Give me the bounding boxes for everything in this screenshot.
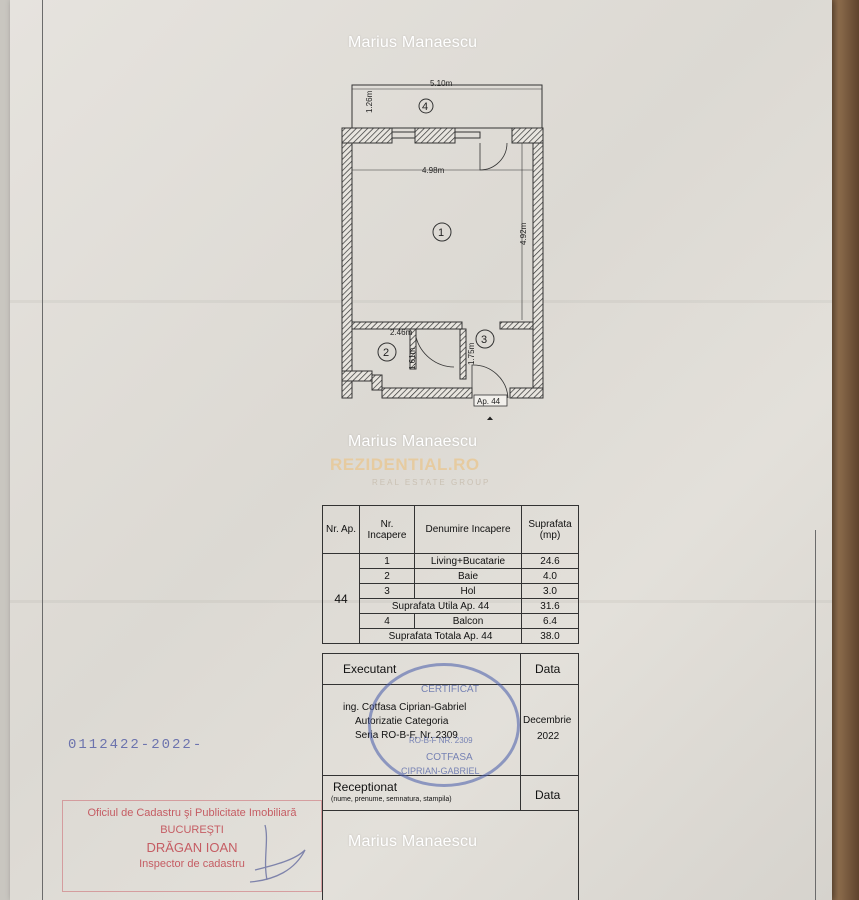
dim-bath-width: 2.46m xyxy=(390,328,413,337)
inspector-signature xyxy=(249,824,306,883)
data-label: Data xyxy=(535,662,561,676)
certificate-stamp: CERTIFICAT RO-B-F NR. 2309 COTFASA CIPRI… xyxy=(368,663,520,787)
registration-number: 0112422-2022- xyxy=(68,737,204,753)
room-1-label: 1 xyxy=(438,227,444,239)
ocpi-inspector-name: DRĂGAN IOAN xyxy=(146,840,238,855)
stamp-name: COTFASA xyxy=(426,752,473,763)
brand-logo: REZIDENTIAL.RO xyxy=(330,455,480,474)
header-room: Nr. Incapere xyxy=(359,505,415,554)
brand-tagline: REAL ESTATE GROUP xyxy=(372,478,491,487)
stamp-name-2: CIPRIAN-GABRIEL xyxy=(401,766,480,776)
stamp-number: RO-B-F NR. 2309 xyxy=(409,736,473,745)
watermark-bottom: Marius Manaescu xyxy=(348,833,478,850)
useful-area-value: 31.6 xyxy=(521,598,579,614)
apartment-label: Ap. 44 xyxy=(477,397,501,406)
ocpi-city: BUCUREŞTI xyxy=(160,824,224,836)
ocpi-stamp: Oficiul de Cadastru şi Publicitate Imobi… xyxy=(62,800,322,892)
row-1-name: Living+Bucatarie xyxy=(414,553,522,569)
apartment-number: 44 xyxy=(322,553,360,644)
dim-balcony-width: 5.10m xyxy=(430,79,453,88)
row-2-area: 4.0 xyxy=(521,568,579,584)
room-3-label: 3 xyxy=(481,334,487,346)
dim-living-depth: 4.92m xyxy=(519,222,528,245)
watermark-top: Marius Manaescu xyxy=(348,34,478,51)
row-3-name: Hol xyxy=(414,583,522,599)
floor-plan: 5.10m 1.26m 4 4.98m 4.92m 1 2.46m 2 1.61… xyxy=(341,79,544,420)
room-2-label: 2 xyxy=(383,347,389,359)
header-name: Denumire Incapere xyxy=(414,505,522,554)
balcony-nr: 4 xyxy=(359,613,415,629)
total-area-label: Suprafata Totala Ap. 44 xyxy=(359,628,522,644)
receptionat-note: (nume, prenume, semnatura, stampila) xyxy=(331,796,452,803)
row-3-nr: 3 xyxy=(359,583,415,599)
sheet-border-left xyxy=(42,0,43,900)
row-3-area: 3.0 xyxy=(521,583,579,599)
balcony-area: 6.4 xyxy=(521,613,579,629)
executant-label: Executant xyxy=(343,662,397,676)
header-ap: Nr. Ap. xyxy=(322,505,360,554)
room-4-label: 4 xyxy=(422,101,428,113)
row-1-nr: 1 xyxy=(359,553,415,569)
sheet-border-right xyxy=(815,530,816,900)
dim-balcony-depth: 1.26m xyxy=(365,90,374,113)
date-month: Decembrie xyxy=(523,715,572,726)
total-area-value: 38.0 xyxy=(521,628,579,644)
watermark-middle: Marius Manaescu xyxy=(348,433,478,450)
ocpi-inspector-title: Inspector de cadastru xyxy=(139,858,245,870)
row-2-name: Baie xyxy=(414,568,522,584)
ocpi-office: Oficiul de Cadastru şi Publicitate Imobi… xyxy=(87,807,297,819)
data-label-2: Data xyxy=(535,788,561,802)
date-year: 2022 xyxy=(537,731,560,742)
area-table: Nr. Ap. Nr. Incapere Denumire Incapere S… xyxy=(322,505,579,644)
row-1-area: 24.6 xyxy=(521,553,579,569)
stamp-title: CERTIFICAT xyxy=(421,684,479,695)
header-area: Suprafata (mp) xyxy=(521,505,579,554)
dim-living-width: 4.98m xyxy=(422,166,445,175)
receptionat-label: Receptionat xyxy=(333,780,398,794)
row-2-nr: 2 xyxy=(359,568,415,584)
useful-area-label: Suprafata Utila Ap. 44 xyxy=(359,598,522,614)
balcony-name: Balcon xyxy=(414,613,522,629)
dim-bath-depth: 1.61m xyxy=(408,347,417,370)
dim-hall-depth: 1.75m xyxy=(467,342,476,365)
